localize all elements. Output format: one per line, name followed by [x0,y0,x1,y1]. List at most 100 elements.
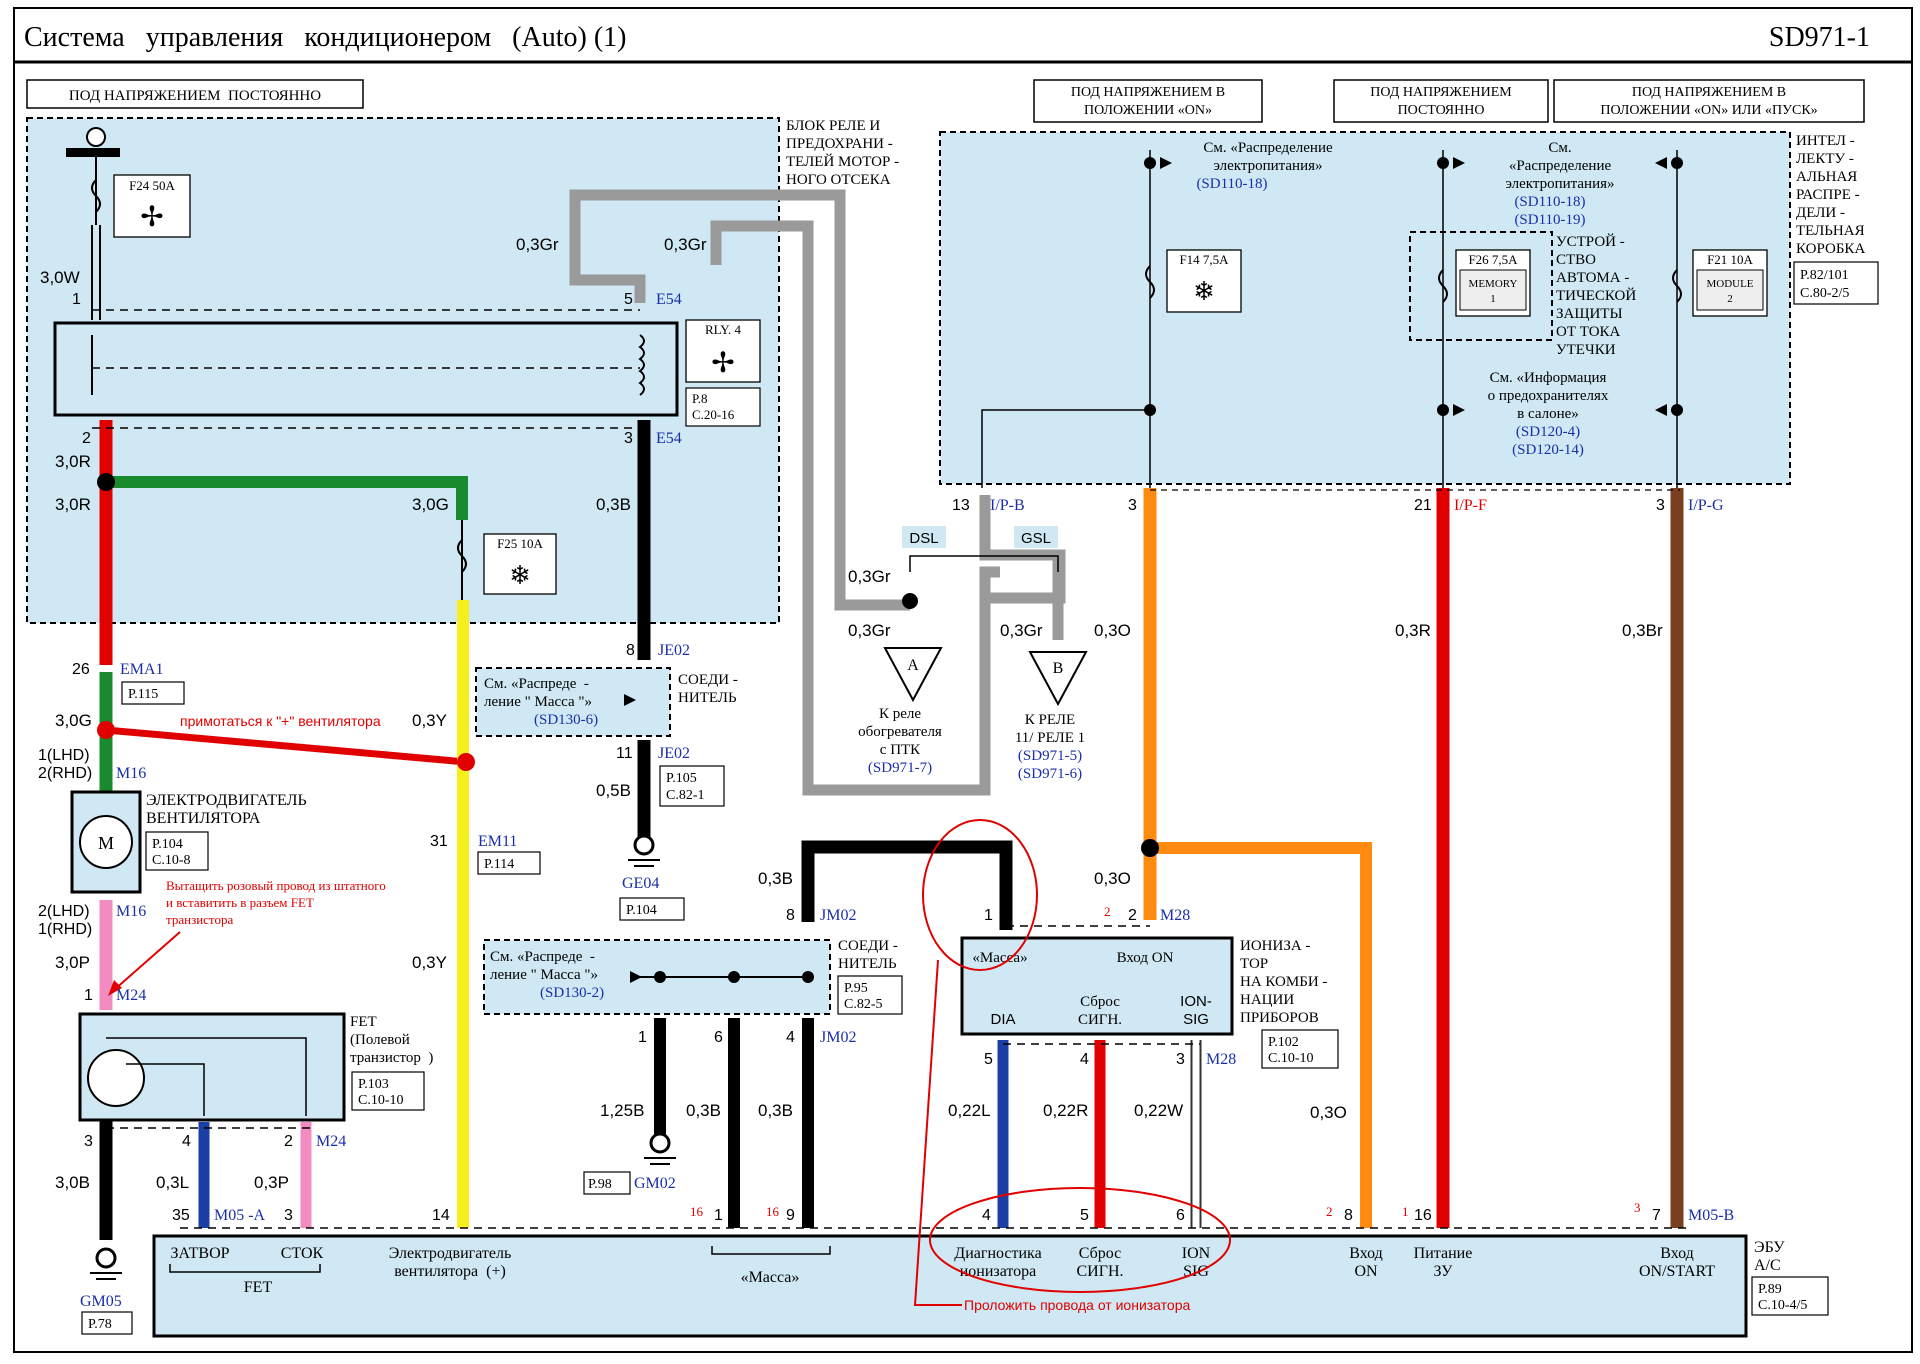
relay-coil [638,334,645,396]
fet-gate-line [106,1037,307,1116]
conn-m28-a: M28 [1160,907,1190,924]
ionizer-von: Вход ON [1117,950,1174,966]
pin-26: 26 [72,661,90,678]
pin-2: 2 [82,430,91,447]
ionizer-sig-2: SIG [1183,1011,1209,1028]
ecu-ac-box [152,1234,1748,1338]
see-power2-l1: См. [1548,140,1571,156]
lbl-0-22W: 0,22W [1134,1101,1183,1120]
ionizer-reset-1: Сброс [1080,994,1120,1010]
power-label-on [1033,79,1263,123]
ecu-diag-2: ионизатора [960,1263,1037,1280]
arrow-icon [108,980,122,996]
ionizer-dia: DIA [990,1011,1015,1028]
connector-ids: E54 E54 EMA1 M16 M16 M24 M24 M05 -A EM11… [80,291,1734,1310]
ion-l5: ПРИБОРОВ [1240,1010,1319,1026]
pin-8-jm: 8 [786,907,795,924]
conn-m16-a: M16 [116,765,146,782]
ground-ge04-icon [628,834,660,867]
ion-l3: НА КОМБИ - [1240,974,1327,990]
engine-box-label-l4: НОГО ОТСЕКА [786,172,891,188]
jb-l3: АЛЬНАЯ [1796,169,1857,185]
lbl-3-0P: 3,0P [55,953,90,972]
splice-dot-jm02-a [654,971,666,983]
ecu-pin-7: 7 [1652,1207,1661,1224]
pin-5-e54: 5 [624,291,633,308]
leak-l6: ОТ ТОКА [1556,324,1621,340]
motor-ref-box [145,831,209,871]
jb-ref-1: P.82/101 [1800,268,1849,283]
motor-ref-2: C.10-8 [152,853,191,868]
ground-gm05-icon [90,1247,122,1280]
see-fuse-l5: (SD120-14) [1512,442,1584,458]
ref-ge04: P.104 [626,903,657,918]
annotation-circle-top [922,819,1038,971]
lbl-3-0B: 3,0B [55,1173,90,1192]
leak-l7: УТЕЧКИ [1556,342,1616,358]
triangle-a-label: A [907,657,919,674]
pin-1-jm: 1 [638,1029,647,1046]
lbl-0-22R: 0,22R [1043,1101,1088,1120]
note2-l2: и вставитить в разъем FET [166,895,314,910]
see-gnd2-l3: (SD130-2) [540,985,604,1001]
motor-symbol: M [98,833,114,853]
conn-ipg: I/P-G [1688,497,1724,514]
pin-2-m24: 2 [284,1133,293,1150]
leak-l1: УСТРОЙ - [1556,233,1625,250]
relay-b-l4: (SD971-6) [1018,766,1082,782]
arrow-left-icon [1655,404,1667,416]
triangle-b-label: B [1053,660,1064,677]
ref-box-p105 [659,765,725,807]
splice-dot-jm02-c [802,971,814,983]
fet-drain-line [126,1063,205,1116]
ecu-pin-6: 6 [1176,1207,1185,1224]
relay-b-l1: К РЕЛЕ [1025,712,1075,728]
conn-m24-b: M24 [316,1133,346,1150]
lbl-0-3B-c: 0,3B [686,1101,721,1120]
see-fuse-l4: (SD120-4) [1516,424,1580,440]
ecu-drain: СТОК [281,1245,324,1262]
ecu-motor-1: Электродвигатель [389,1245,512,1262]
ref-box-p78 [81,1311,133,1335]
ecu-pwr-1: Питание [1414,1245,1473,1262]
ecu-von-1: Вход [1349,1245,1383,1262]
wire-added-strap [105,726,467,766]
note-arrow-line [113,931,181,991]
lbl-0-3R: 0,3R [1395,621,1431,640]
relay-a-l3: с ПТК [880,742,921,758]
conn-jm02-a: JM02 [820,907,856,924]
arrow-left-icon [1655,157,1667,169]
ecu-diag-1: Диагностика [954,1245,1041,1262]
ref-p98: P.98 [588,1177,612,1192]
splice-dot-jb-5 [1671,157,1683,169]
lbl-3-0R-b: 3,0R [55,495,91,514]
conn-je02-b: JE02 [658,745,690,762]
arrow-right-icon [624,694,636,706]
arrow-right-icon [1453,404,1465,416]
see-power2-l5: (SD110-19) [1514,212,1585,228]
splice-dot-jb-1 [1144,157,1156,169]
lbl-0-5B: 0,5B [596,781,631,800]
see-power1-l3: (SD110-18) [1196,176,1267,192]
ecu-name-1: ЭБУ [1754,1239,1785,1256]
power-label-on-start-l1: ПОД НАПРЯЖЕНИЕМ В [1632,85,1786,100]
pin-3-m24: 3 [84,1133,93,1150]
engine-box-label-l3: ТЕЛЕЙ МОТОР - [786,153,899,170]
snowflake-icon-f14: ❄ [1193,277,1215,306]
ecu-pin-4: 4 [982,1207,991,1224]
fuse-f21-sub-box [1696,269,1764,311]
conn-ge04: GE04 [622,875,659,892]
gsl-label-box [1014,526,1058,548]
conn-ema1: EMA1 [120,661,164,678]
power-label-always-right-l1: ПОД НАПРЯЖЕНИЕМ [1370,85,1512,100]
relay-ref-1: P.8 [692,391,708,406]
conn-m24-a: M24 [116,987,146,1004]
lbl-0-3O-b: 0,3O [1094,869,1131,888]
ecu-pin-8: 8 [1344,1207,1353,1224]
fuse-f26-label: F26 7,5A [1468,252,1518,267]
ion-l4: НАЦИИ [1240,992,1294,1008]
note-route-ionizer: Проложить провода от ионизатора [964,1297,1190,1313]
ecu-vstart-1: Вход [1660,1245,1694,1262]
